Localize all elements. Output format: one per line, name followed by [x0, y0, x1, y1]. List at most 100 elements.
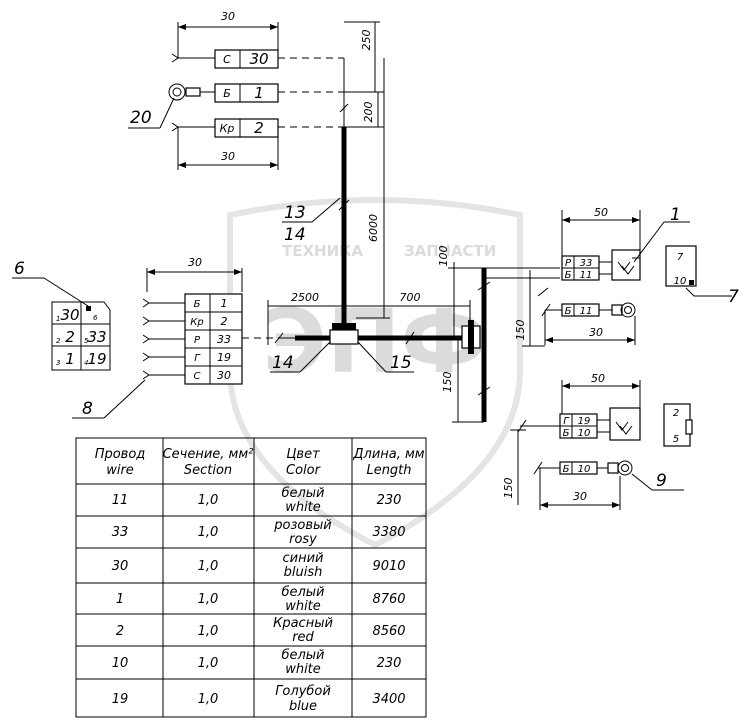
table-row: 19 1,0 Голубой blue 3400 [112, 684, 406, 714]
table-row: 30 1,0 синий bluish 9010 [112, 551, 406, 580]
wire-number: 19 [217, 351, 231, 364]
dimension-label: 50 [594, 206, 608, 219]
callout-label: 13 [284, 203, 306, 223]
table-header-en: wire [106, 463, 134, 478]
main-harness: 250 200 6000 2500 700 100 150 13 14 14 [267, 21, 560, 423]
cell-wire: 10 [112, 656, 129, 671]
cell-color-ru: белый [281, 486, 324, 501]
dimension-label: 2500 [291, 291, 319, 304]
wire-number: 33 [580, 258, 593, 269]
cell-wire: 11 [112, 493, 129, 508]
wire-number: 1 [221, 297, 228, 310]
cell-section: 1,0 [198, 592, 219, 607]
table-header-en: Length [366, 463, 411, 478]
cell-color-en: blue [289, 699, 317, 714]
socket-cell [663, 403, 691, 447]
table-header-ru: Цвет [286, 447, 320, 462]
wire-color-code: Б [565, 270, 572, 281]
cell-wire: 19 [112, 692, 129, 707]
table-header-en: Color [286, 463, 322, 478]
socket-cell-number: 10 [674, 276, 687, 287]
wire-color-code: Б [223, 87, 231, 100]
socket-cell-index: 4 [84, 359, 88, 367]
dimension-label: 30 [573, 490, 587, 503]
table-header-en: Section [184, 463, 232, 478]
dimension-label: 30 [221, 150, 235, 163]
cell-section: 1,0 [198, 525, 219, 540]
socket-cell-index: 5 [84, 337, 89, 345]
wire-number: 11 [580, 270, 593, 281]
wire-number: 10 [578, 464, 591, 475]
table-row: 1 1,0 белый white 8760 [116, 585, 406, 614]
cell-length: 9010 [372, 559, 405, 574]
wire-number: 11 [580, 306, 593, 317]
socket-cell-index: 6 [93, 314, 98, 322]
dimension-label: 700 [400, 291, 421, 304]
dimension-label: 150 [514, 320, 527, 341]
dimension-label: 30 [221, 10, 235, 23]
callout-label: 6 [14, 259, 25, 279]
wire-color-code: Б [194, 299, 201, 310]
cell-length: 3400 [372, 692, 405, 707]
socket-7 [665, 245, 697, 287]
cell-section: 1,0 [198, 656, 219, 671]
dimension-label: 150 [502, 478, 515, 499]
dimension-label: 50 [591, 372, 605, 385]
left-wire-group: 30 Б 1 Кр 2 Р 33 Г 19 С 30 8 [72, 256, 280, 419]
cell-length: 8560 [372, 624, 405, 639]
cell-wire: 2 [116, 624, 124, 639]
dimension-label: 30 [589, 326, 603, 339]
table-header-ru: Провод [95, 447, 146, 462]
table-row: 11 1,0 белый white 230 [112, 486, 402, 515]
cell-color-en: red [292, 630, 314, 645]
cell-color-en: bluish [284, 565, 323, 580]
cell-color-en: white [285, 662, 321, 677]
wire-number: 30 [249, 50, 268, 68]
cell-wire: 1 [116, 592, 124, 607]
wire-number: 30 [217, 369, 231, 382]
cell-color-ru: синий [283, 551, 324, 566]
socket-cell-index: 2 [56, 337, 61, 345]
table-header-ru: Длина, мм [352, 447, 424, 462]
cell-wire: 33 [112, 525, 129, 540]
cell-length: 3380 [372, 525, 405, 540]
wire-table: Провод wire Сечение, мм² Section Цвет Co… [75, 437, 427, 718]
socket-cell-number: 33 [87, 328, 106, 346]
terminal-box [214, 118, 279, 138]
cell-color-en: white [285, 500, 321, 515]
socket-cell-index: 1 [56, 315, 60, 323]
dimension-label: 30 [188, 256, 202, 269]
callout-label: 14 [284, 225, 306, 245]
wire-color-code: С [223, 53, 231, 66]
wire-number: 2 [221, 315, 228, 328]
callout-label: 15 [390, 353, 412, 373]
cell-section: 1,0 [198, 493, 219, 508]
terminal-box [214, 83, 279, 103]
wire-color-code: Р [565, 258, 572, 269]
callout-label: 7 [728, 287, 739, 307]
wire-color-code: Р [194, 335, 201, 346]
watermark-logo: ЭПФ [262, 290, 488, 393]
cell-color-ru: Красный [273, 616, 333, 631]
callout-label: 8 [82, 399, 93, 419]
socket-cell-index: 3 [56, 359, 60, 367]
cell-wire: 30 [112, 559, 129, 574]
socket-cell-number: 2 [65, 328, 75, 346]
table-row: 33 1,0 розовый rosy 3380 [112, 518, 406, 547]
right-lower-group: 50 Г 19 Б 10 2 5 Б 10 30 [502, 372, 693, 510]
wire-color-code: Б [565, 306, 572, 317]
table-row: 2 1,0 Красный red 8560 [116, 616, 406, 645]
cell-section: 1,0 [198, 559, 219, 574]
wire-color-code: Г [563, 416, 570, 427]
socket-6: 30 1 6 2 2 33 5 1 3 19 4 6 [12, 259, 111, 371]
cell-color-ru: Голубой [275, 684, 331, 699]
wire-number: 19 [578, 416, 591, 427]
cell-color-ru: розовый [273, 518, 331, 533]
cell-color-en: rosy [289, 532, 317, 547]
wire-number: 33 [217, 333, 231, 346]
cell-length: 8760 [372, 592, 405, 607]
terminal-box [214, 49, 279, 69]
wire-color-code: Кр [190, 317, 203, 328]
dimension-label: 200 [362, 102, 375, 123]
callout-label: 14 [272, 353, 294, 373]
